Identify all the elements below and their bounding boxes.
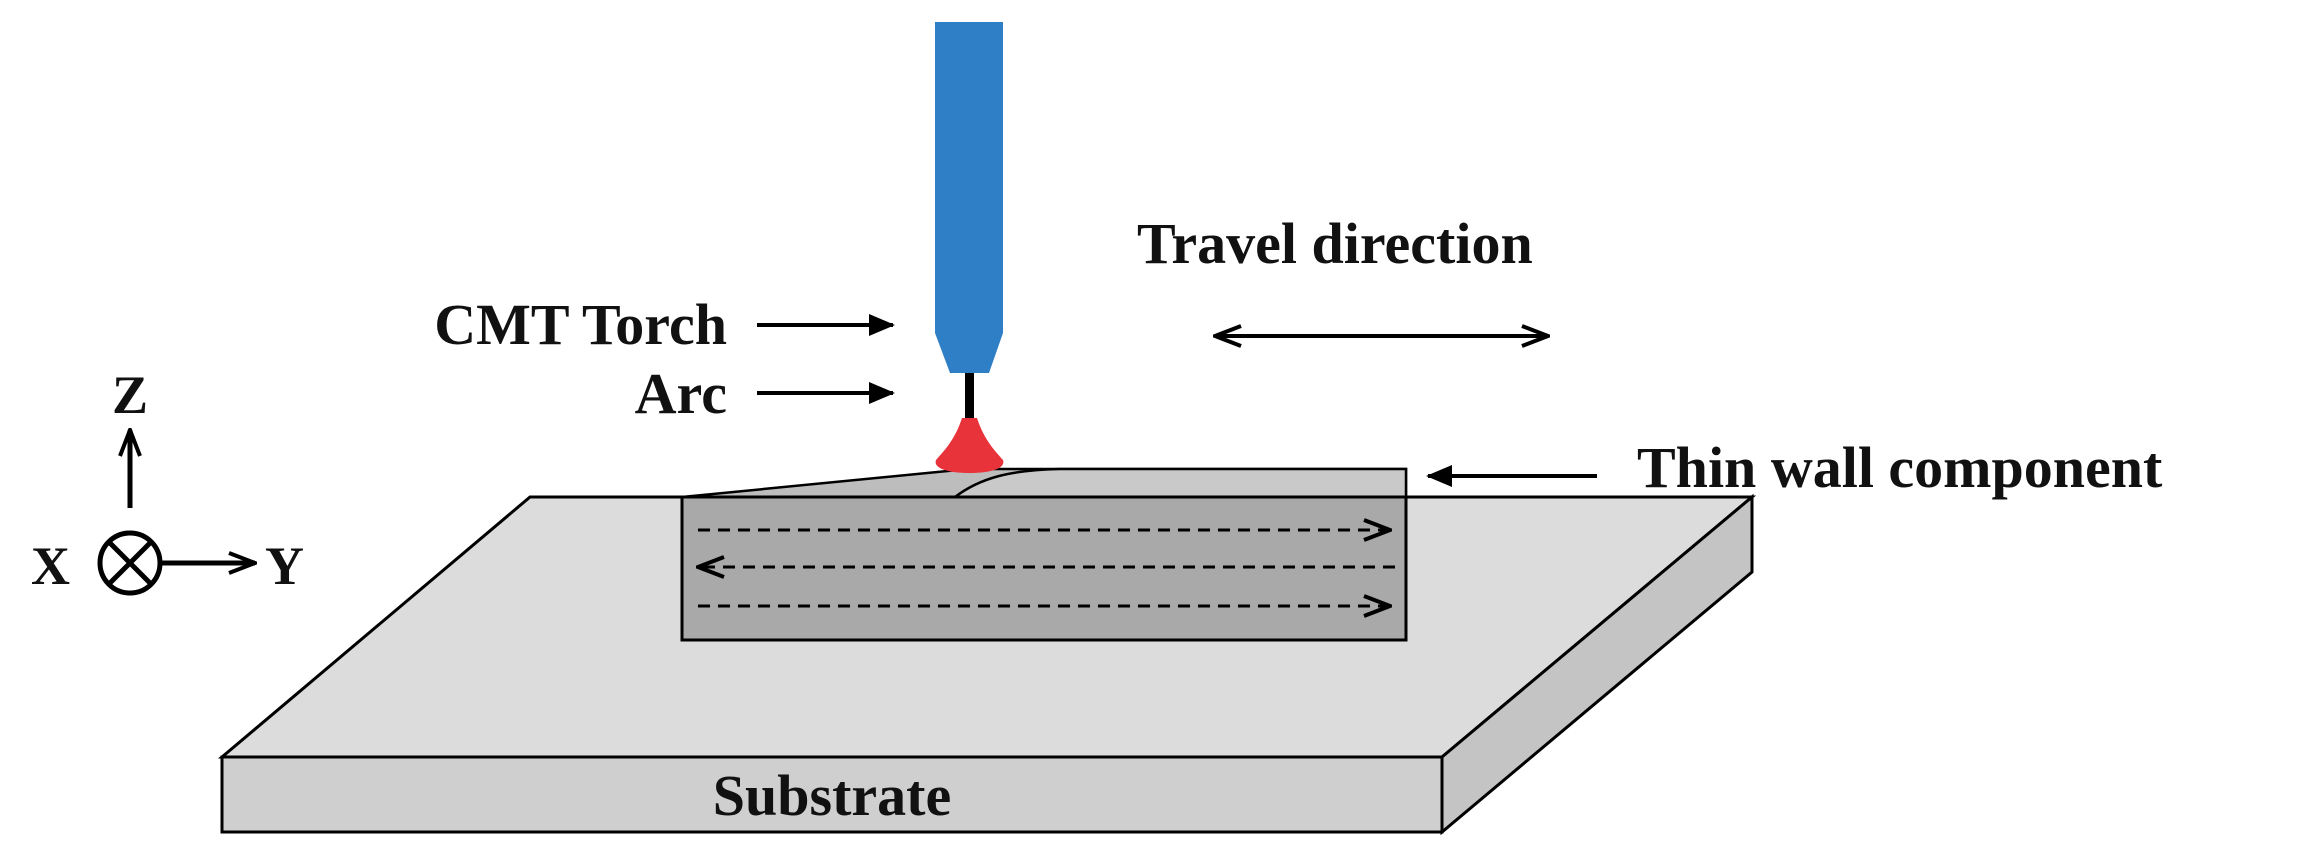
y-axis-label: Y xyxy=(265,536,304,596)
substrate-label: Substrate xyxy=(713,763,951,828)
deposited-bead xyxy=(951,467,1408,499)
x-axis-cross-stroke-b xyxy=(107,540,153,586)
coordinate-axes: Z X Y xyxy=(31,365,304,596)
z-axis-label: Z xyxy=(112,365,148,425)
cmt-torch xyxy=(935,22,1004,473)
cmt-torch-label: CMT Torch xyxy=(434,292,727,357)
arc-label: Arc xyxy=(635,361,727,426)
torch-body xyxy=(935,22,1003,373)
thin-wall-component-label: Thin wall component xyxy=(1637,435,2163,500)
x-axis-label: X xyxy=(31,536,70,596)
substrate-side-face xyxy=(1440,493,1754,836)
thin-wall-component xyxy=(680,467,1408,642)
torch-wire xyxy=(965,373,974,419)
travel-direction-label: Travel direction xyxy=(1137,211,1533,276)
arc-plasma xyxy=(935,418,1004,473)
